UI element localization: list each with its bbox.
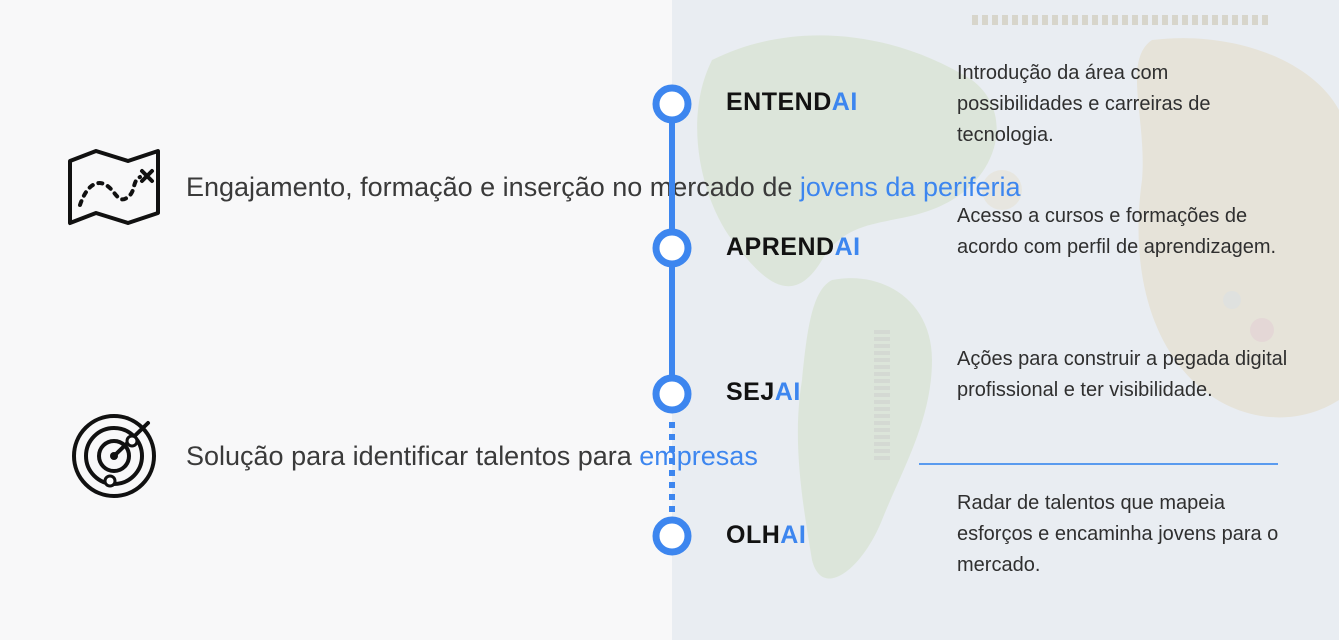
stage-suffix: AI (774, 378, 801, 406)
timeline-node-4 (652, 516, 692, 556)
feature-text: Engajamento, formação e inserção no merc… (186, 167, 1021, 207)
stage-suffix: AI (834, 233, 861, 261)
stage-suffix: AI (831, 88, 858, 116)
background-map-illustration (697, 15, 1339, 579)
feature-description: Solução para identificar talentos para (186, 441, 640, 471)
left-panel (0, 0, 672, 640)
stage-prefix: ENTEND (726, 88, 832, 116)
stage-prefix: OLH (726, 521, 781, 549)
stage-title-entendai: ENTENDAI (726, 88, 858, 117)
treasure-map-icon (66, 142, 162, 232)
stage-description-entendai: Introdução da área com possibilidades e … (957, 62, 1211, 146)
stage-suffix: AI (780, 521, 807, 549)
stage-title-sejai: SEJAI (726, 378, 801, 407)
stage-prefix: SEJ (726, 378, 775, 406)
timeline-node-2 (652, 228, 692, 268)
timeline-node-3 (652, 374, 692, 414)
stage-description-sejai: Ações para construir a pegada digital pr… (957, 348, 1288, 401)
stage-title-aprendai: APRENDAI (726, 233, 861, 262)
timeline-track (652, 84, 692, 556)
timeline-node-1 (652, 84, 692, 124)
feature-description: Engajamento, formação e inserção no merc… (186, 172, 800, 202)
stage-title-olhai: OLHAI (726, 521, 806, 550)
feature-engagement: Engajamento, formação e inserção no merc… (66, 142, 1021, 232)
stage-description-olhai: Radar de talentos que mapeia esforços e … (957, 492, 1279, 576)
feature-text: Solução para identificar talentos para e… (186, 436, 758, 476)
stage-description-aprendai: Acesso a cursos e formações de acordo co… (957, 205, 1277, 258)
feature-talent-search: Solução para identificar talentos para e… (66, 411, 758, 501)
section-divider (919, 463, 1278, 465)
feature-highlight: jovens da periferia (799, 172, 1021, 202)
stage-prefix: APREND (726, 233, 835, 261)
radar-icon (66, 411, 162, 501)
feature-highlight: empresas (639, 441, 758, 471)
right-panel (672, 0, 1339, 640)
